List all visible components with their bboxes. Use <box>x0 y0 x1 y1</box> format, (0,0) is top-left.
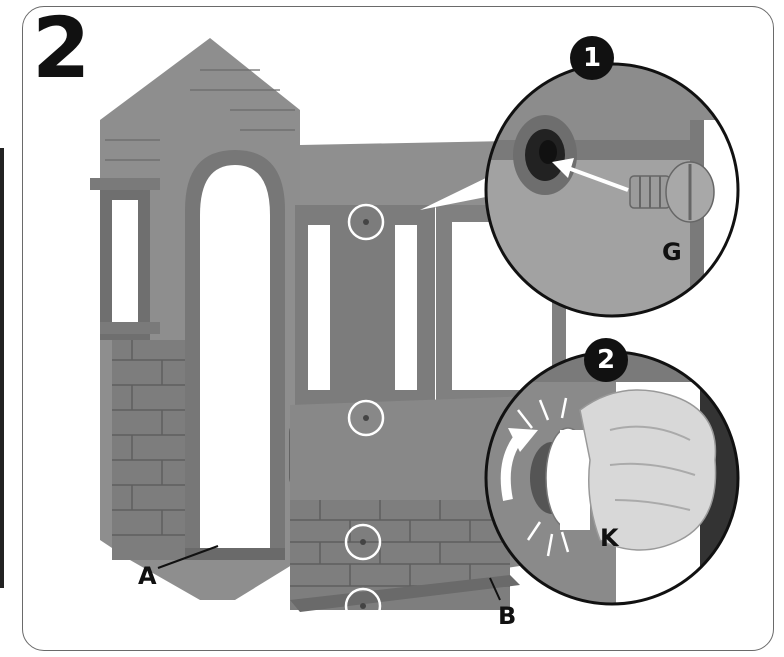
attachment-circle-3 <box>344 523 382 561</box>
key-k-icon <box>545 427 591 530</box>
part-label-g: G <box>662 238 682 266</box>
attachment-circle-1 <box>347 203 385 241</box>
attachment-circle-4 <box>344 587 382 625</box>
attachment-circle-2 <box>347 399 385 437</box>
part-label-k: K <box>600 524 619 552</box>
page-edge-strip <box>0 148 4 588</box>
callout-2-zoom <box>484 350 740 606</box>
zoom-leader <box>420 175 496 210</box>
screw-g-icon <box>629 161 715 223</box>
callout-2-badge: 2 <box>584 338 628 382</box>
hand-icon <box>579 389 717 551</box>
step-number: 2 <box>32 0 90 97</box>
callout-1-zoom <box>484 62 740 318</box>
label-b-leader <box>489 577 501 601</box>
part-label-a: A <box>138 562 157 590</box>
attachment-point-circles <box>344 203 385 625</box>
callout-1-badge: 1 <box>570 36 614 80</box>
playhouse-front-wall <box>90 38 321 600</box>
label-a-leader <box>157 545 219 569</box>
part-label-b: B <box>498 602 517 630</box>
